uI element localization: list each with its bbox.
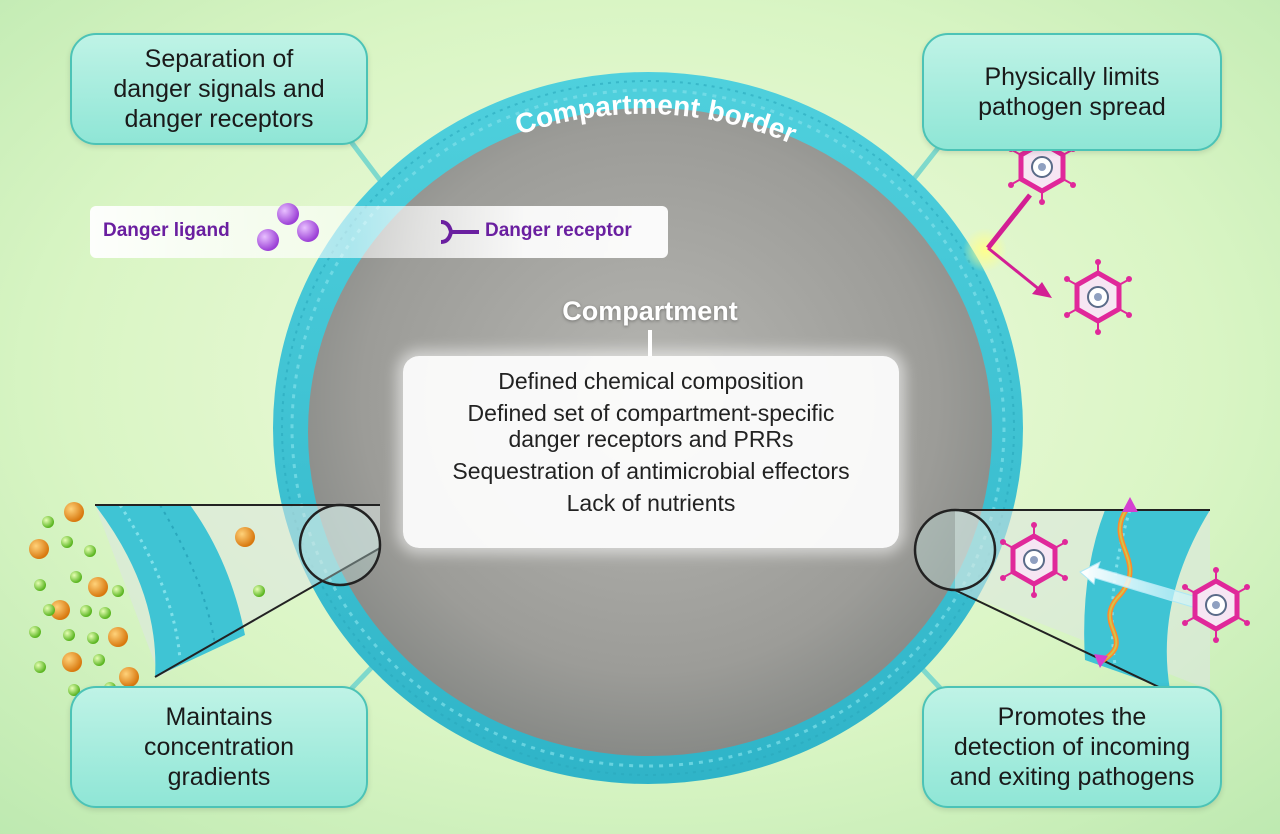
callout-separation: Separation of danger signals and danger … <box>70 33 368 145</box>
property-item: Sequestration of antimicrobial effectors <box>452 457 850 484</box>
callout-gradients-text: Maintains concentration gradients <box>143 703 295 791</box>
right-zoom-inset <box>913 497 1250 691</box>
callout-detection: Promotes the detection of incoming and e… <box>922 686 1222 808</box>
legend-strip: Danger ligand Danger receptor <box>90 203 668 258</box>
membrane-texture <box>290 88 1006 768</box>
danger-receptor-label: Danger receptor <box>485 220 632 241</box>
callout-separation-text: Separation of danger signals and danger … <box>113 45 325 133</box>
compartment-properties: Defined chemical composition Defined set… <box>403 356 899 548</box>
callout-limits-spread: Physically limits pathogen spread <box>922 33 1222 151</box>
callout-gradients: Maintains concentration gradients <box>70 686 368 808</box>
danger-ligand-label: Danger ligand <box>103 220 230 241</box>
compartment-title: Compartment <box>562 296 738 326</box>
property-item: Defined chemical composition <box>498 368 804 394</box>
membrane-texture-outer <box>281 80 1015 776</box>
concentration-particles <box>29 502 265 696</box>
property-item: Lack of nutrients <box>566 489 736 516</box>
callout-detection-text: Promotes the detection of incoming and e… <box>949 703 1195 791</box>
callout-limits-spread-text: Physically limits pathogen spread <box>978 63 1166 121</box>
danger-receptor-icon <box>440 220 479 244</box>
property-item: Defined set of compartment-specific dang… <box>467 399 835 452</box>
danger-ligand-icon <box>257 203 319 251</box>
pathogen-bounce <box>963 129 1132 335</box>
left-zoom-inset <box>95 503 382 678</box>
